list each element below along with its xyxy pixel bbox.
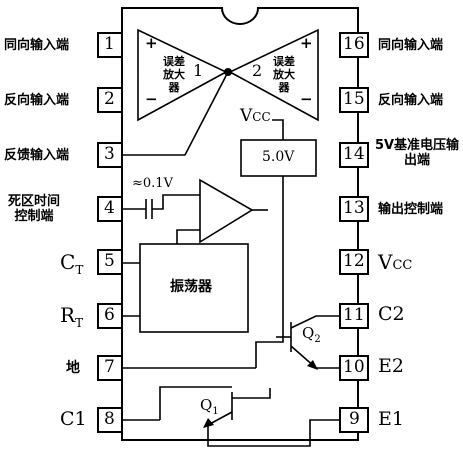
internal-vcc-sub: CC	[252, 110, 271, 124]
pin-7-number: 7	[104, 357, 115, 377]
error-amp-1-symbol	[137, 28, 228, 122]
deadtime-comparator-symbol	[199, 178, 254, 244]
deadtime-offset-label: ≈0.1V	[132, 176, 173, 191]
q1-label: Q1	[200, 396, 219, 417]
oscillator-box	[139, 243, 249, 333]
amp2-plus: +	[300, 34, 313, 52]
pin-15-label: 反向输入端	[378, 93, 444, 108]
pin-1-number: 1	[104, 34, 115, 54]
pin-5-number: 5	[104, 251, 115, 271]
pin-box-2	[97, 87, 123, 113]
ref-regulator-box	[240, 139, 317, 177]
vcc-ref-wire	[272, 119, 284, 140]
amp2-label: 误差放大器	[273, 55, 295, 94]
ref-box-label: 5.0V	[262, 149, 295, 165]
pin-box-12	[339, 249, 369, 275]
pin-box-3	[97, 142, 123, 168]
pin-6-number: 6	[104, 305, 115, 325]
amp1-label: 误差放大器	[163, 55, 185, 94]
pin-2-number: 2	[104, 89, 115, 109]
pin-4-number: 4	[104, 198, 115, 218]
pin-12-number: 12	[343, 251, 365, 271]
pin-6-label: RT	[60, 303, 84, 330]
q1-collector	[232, 388, 271, 399]
amp-output-node	[224, 68, 232, 76]
right-pins	[339, 32, 369, 433]
pin-12-label-sub: CC	[392, 258, 413, 273]
amp1-plus: +	[145, 34, 158, 52]
q2-collector	[290, 315, 340, 329]
oscillator-label: 振荡器	[170, 279, 212, 295]
pin-6-label-sub: T	[75, 316, 84, 330]
pin-15-number: 15	[343, 89, 365, 109]
offset-to-comparator	[152, 194, 200, 210]
pin-3-number: 3	[104, 144, 115, 164]
amp1-minus: −	[145, 90, 158, 108]
pin-box-1	[97, 32, 123, 58]
pin-box-11	[339, 303, 369, 329]
q2-label: Q2	[302, 324, 321, 345]
amp2-minus: −	[300, 90, 313, 108]
pin-8-label: C1	[60, 408, 87, 430]
pin-11-label: C2	[378, 303, 405, 325]
pin-box-15	[339, 87, 369, 113]
pin-box-8	[97, 407, 123, 433]
pin-5-label-sub: T	[75, 263, 84, 277]
pin-2-label: 反向输入端	[4, 93, 70, 108]
q2-emitter	[290, 345, 340, 369]
pin-box-14	[339, 142, 369, 168]
error-amp-2-symbol	[228, 28, 319, 122]
q1-base-lead	[159, 386, 232, 420]
pin-3-label: 反馈输入端	[4, 148, 70, 163]
vcc-rail	[255, 176, 284, 368]
pin-9-label: E1	[378, 408, 404, 430]
pin-13-label: 输出控制端	[378, 202, 444, 217]
pin-1-label: 同向输入端	[4, 38, 70, 53]
pin-16-number: 16	[343, 34, 365, 54]
pin-16-label: 同向输入端	[378, 38, 444, 53]
osc-to-comparator	[176, 229, 200, 244]
pin-10-number: 10	[343, 357, 365, 377]
pin-14-label: 5V基准电压输出端	[374, 138, 460, 168]
feedback-wire	[122, 71, 229, 156]
amp1-number: 1	[193, 61, 204, 80]
pin-13-number: 13	[343, 198, 365, 218]
pin-box-16	[339, 32, 369, 58]
q2-emitter-arrow	[307, 360, 318, 370]
pin-5-label: CT	[60, 250, 84, 277]
q1-emitter-arrow	[203, 418, 214, 428]
pin-box-13	[339, 196, 369, 222]
q1-label-sub: 1	[212, 406, 219, 417]
pin-12-label: VCC	[378, 250, 413, 274]
pin-7-label: 地	[66, 360, 80, 376]
chip-outline	[121, 7, 359, 441]
pin-11-number: 11	[343, 305, 365, 325]
pin-box-5	[97, 249, 123, 275]
pin-8-number: 8	[104, 409, 115, 429]
amp2-number: 2	[252, 61, 263, 80]
left-pins	[97, 32, 123, 433]
pin-9-number: 9	[349, 409, 360, 429]
q2-label-sub: 2	[314, 334, 321, 345]
internal-vcc-label: VCC	[240, 106, 271, 126]
pin-10-label: E2	[378, 355, 404, 377]
pin-4-label: 死区时间控制端	[7, 194, 60, 224]
pin-14-number: 14	[343, 144, 365, 164]
